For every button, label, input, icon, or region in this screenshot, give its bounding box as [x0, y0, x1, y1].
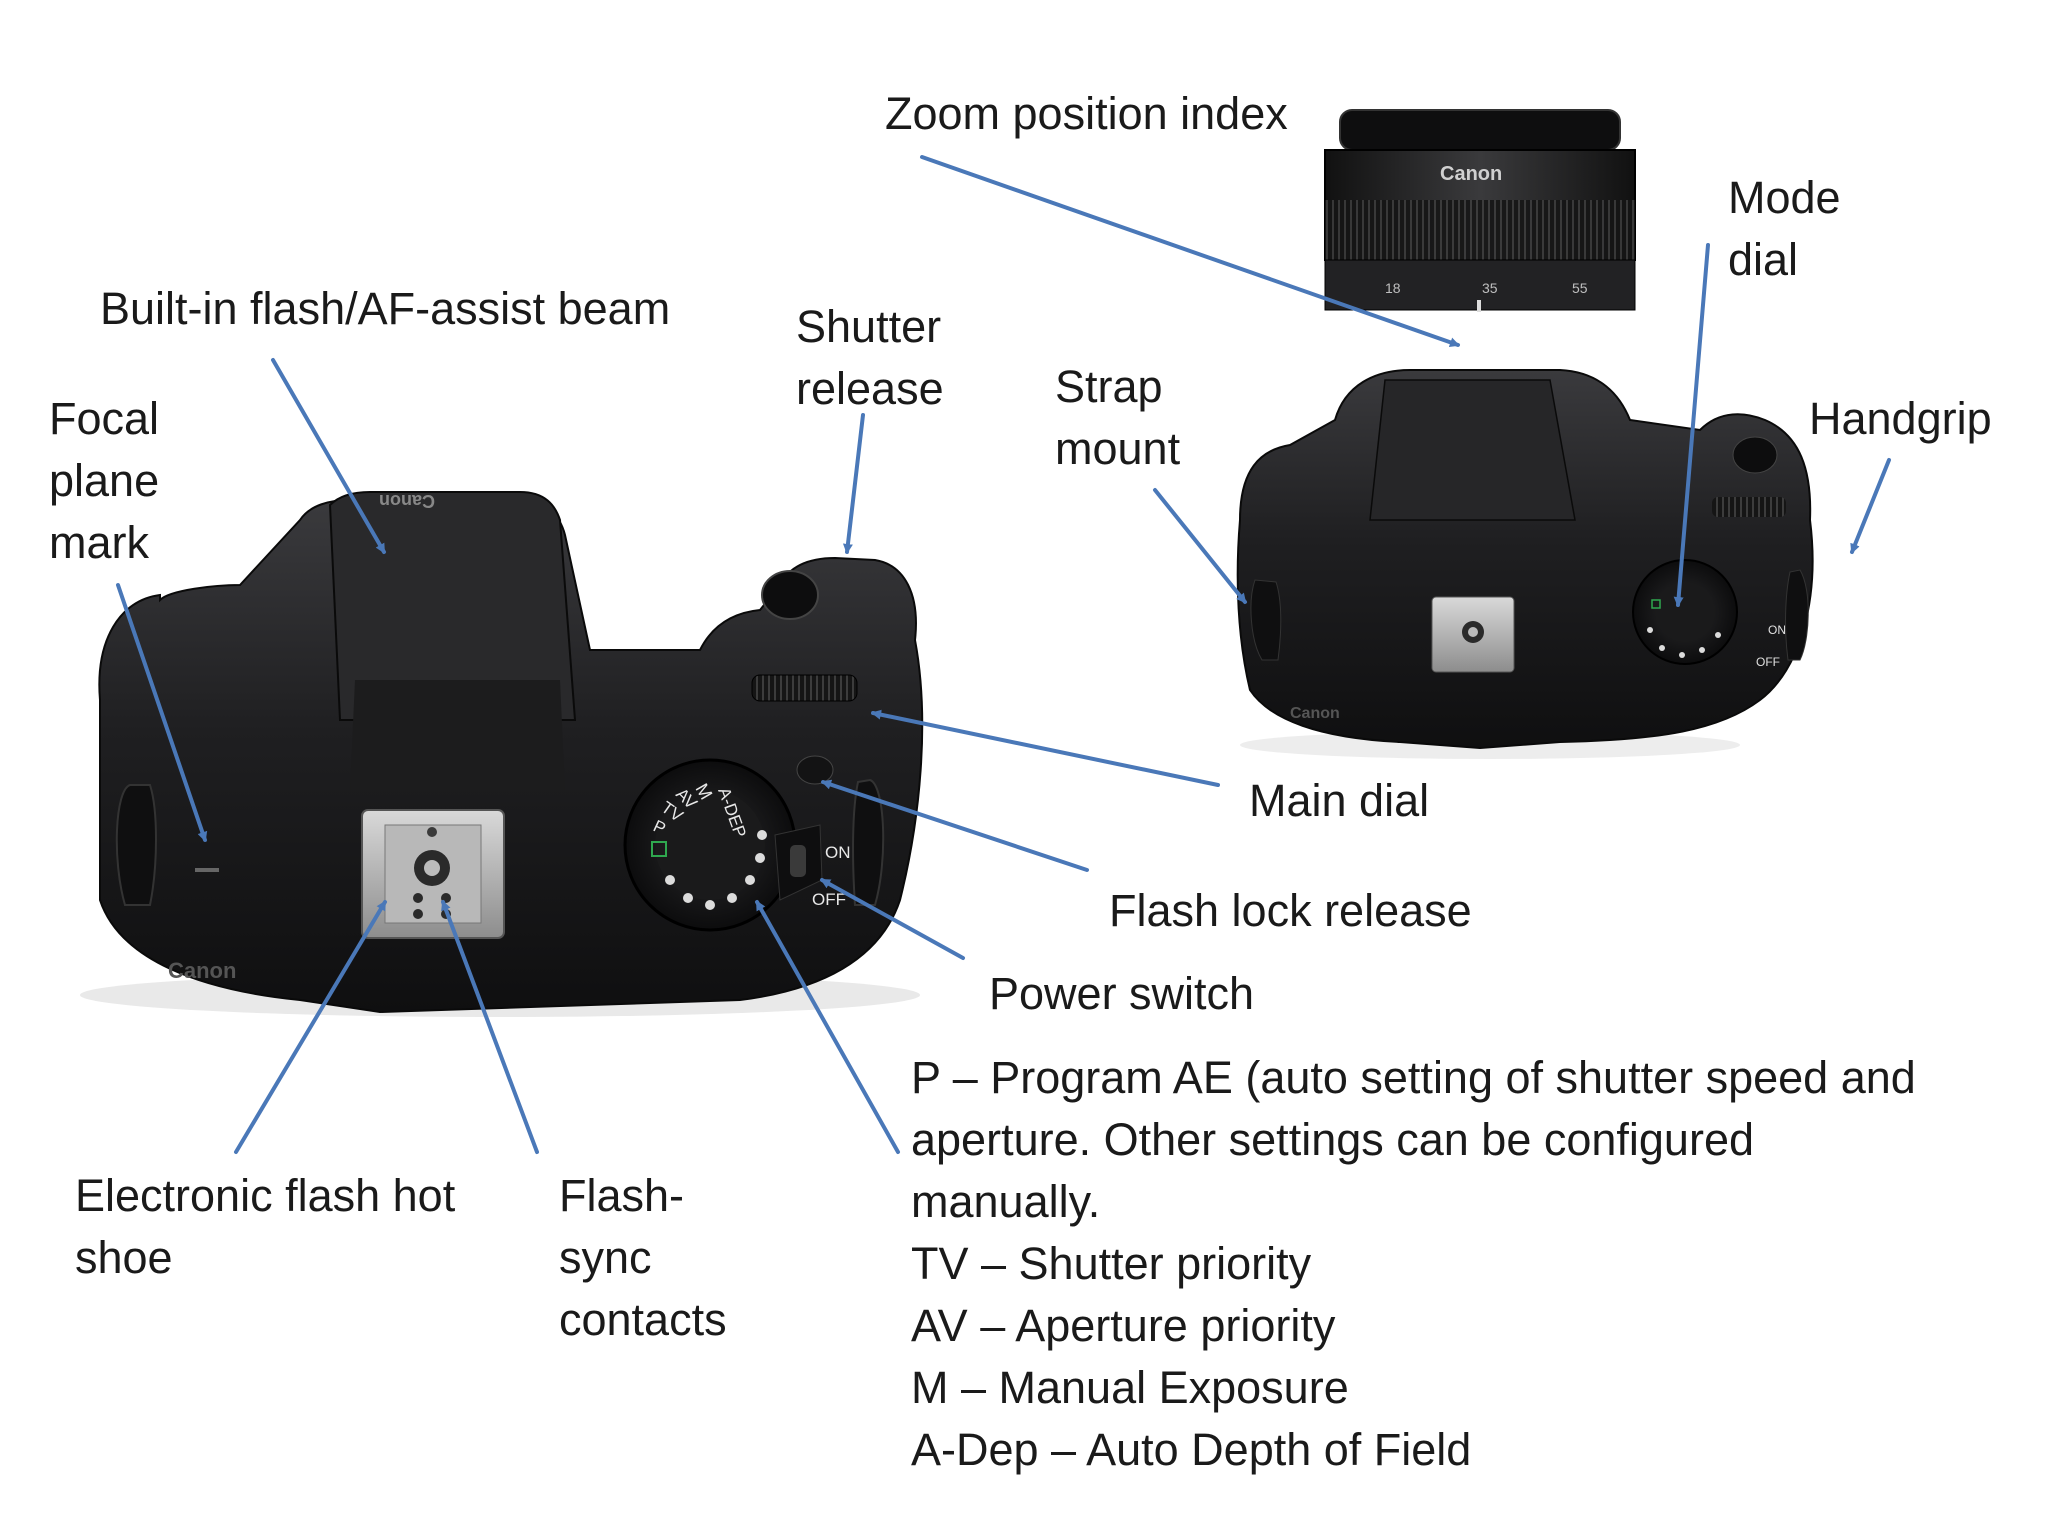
arrow-zoom-position-index [920, 155, 1460, 348]
arrow-main-dial [871, 709, 1220, 787]
arrow-built-in-flash [271, 358, 386, 554]
label-focal-plane-mark: Focal plane mark [49, 393, 160, 568]
label-power-switch: Power switch [989, 968, 1255, 1019]
small-camera-lens: Canon 18 35 55 [1324, 109, 1636, 312]
brand-mark-small: Canon [1290, 705, 1340, 722]
hot-shoe-large [361, 809, 505, 939]
mode-line-av: AV – Aperture priority [911, 1300, 1336, 1351]
label-electronic-flash-hot-shoe: Electronic flash hot shoe [75, 1170, 456, 1283]
power-off-mark-small: OFF [1756, 655, 1780, 669]
power-on-mark: ON [825, 843, 851, 862]
brand-mark-lens: Canon [1440, 163, 1502, 185]
arrow-power-switch [820, 878, 965, 960]
mode-line-p-end: manually. [911, 1176, 1101, 1227]
label-flash-lock-release: Flash lock release [1109, 885, 1472, 936]
arrow-focal-plane-mark [116, 583, 208, 842]
label-mode-dial: Mode dial [1728, 172, 1841, 285]
power-on-mark-small: ON [1768, 623, 1786, 637]
mode-line-m: M – Manual Exposure [911, 1362, 1349, 1413]
arrow-handgrip [1850, 458, 1891, 554]
power-off-mark: OFF [812, 890, 846, 909]
mode-dial-large: A-DEP M AV TV P [623, 758, 797, 932]
label-zoom-position-index: Zoom position index [885, 88, 1288, 139]
label-strap-mount: Strap mount [1055, 361, 1181, 474]
zoom-scale-55: 55 [1572, 280, 1588, 296]
arrow-shutter-release [842, 413, 865, 554]
label-shutter-release: Shutter release [796, 301, 944, 414]
arrow-hot-shoe [234, 900, 387, 1154]
callout-arrows [116, 155, 1891, 1154]
mode-line-p: P – Program AE (auto setting of shutter … [911, 1052, 1916, 1103]
zoom-scale-35: 35 [1482, 280, 1498, 296]
label-built-in-flash: Built-in flash/AF-assist beam [100, 283, 671, 334]
brand-mark-large-prism: Canon [379, 491, 435, 511]
label-flash-sync-contacts: Flash- sync contacts [559, 1170, 727, 1345]
mode-line-tv: TV – Shutter priority [911, 1238, 1312, 1289]
small-camera: Canon 18 35 55 ON OFF [1236, 109, 1814, 759]
arrow-strap-mount [1153, 488, 1247, 604]
label-handgrip: Handgrip [1809, 393, 1992, 444]
arrow-mode-list [755, 900, 900, 1154]
zoom-scale-18: 18 [1385, 280, 1401, 296]
mode-line-p-cont: aperture. Other settings can be configur… [911, 1114, 1755, 1165]
label-main-dial: Main dial [1249, 775, 1430, 826]
arrow-mode-dial [1673, 243, 1710, 607]
arrow-flash-lock-release [821, 779, 1089, 872]
large-camera: A-DEP M AV TV P ON OFF [80, 491, 924, 1017]
arrow-flash-sync-contacts [441, 900, 539, 1154]
brand-mark-large: Canon [168, 958, 236, 983]
mode-line-adep: A-Dep – Auto Depth of Field [911, 1424, 1472, 1475]
mode-description-list: P – Program AE (auto setting of shutter … [911, 1047, 1916, 1481]
